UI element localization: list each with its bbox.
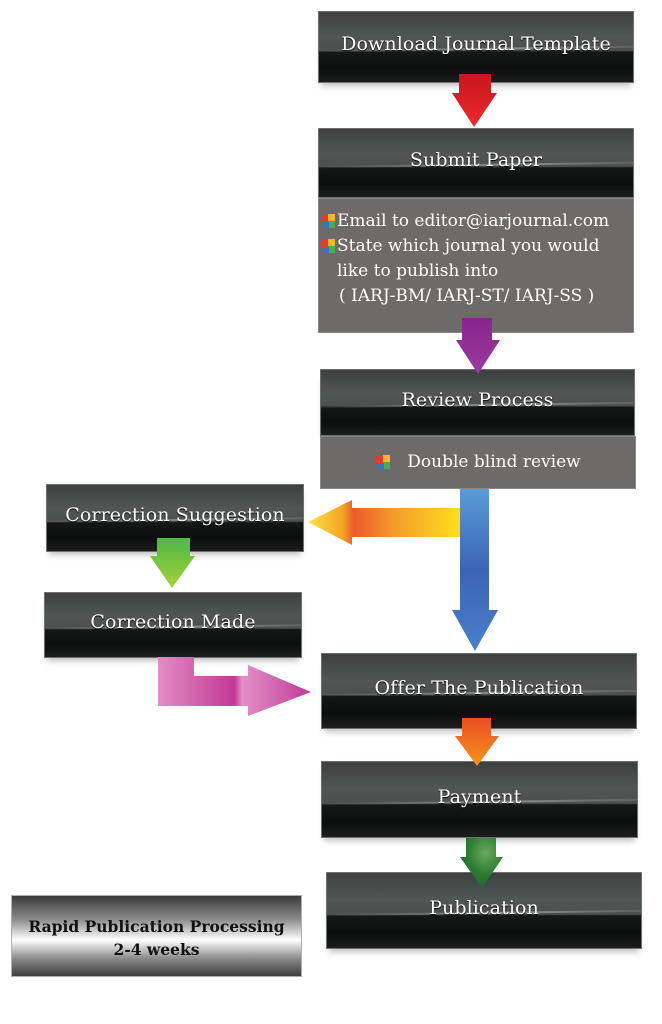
blue-down-arrow-icon: [452, 489, 498, 651]
step-correction-made: Correction Made: [44, 592, 302, 658]
submit-details-panel: Email to editor@iarjournal.com State whi…: [318, 198, 634, 333]
step-label: Review Process: [401, 388, 554, 411]
submit-bullet-continuation: like to publish into: [337, 261, 499, 281]
step-label: Offer The Publication: [374, 677, 584, 699]
red-down-arrow-icon: [452, 74, 497, 127]
step-label: Correction Made: [90, 611, 256, 633]
step-label: Payment: [437, 785, 522, 808]
step-label: Submit Paper: [409, 149, 543, 171]
step-offer-publication: Offer The Publication: [321, 653, 637, 729]
step-label: Correction Suggestion: [65, 504, 285, 526]
orange-down-arrow-icon: [455, 718, 499, 766]
note-line-2: 2-4 weeks: [113, 940, 200, 959]
purple-down-arrow-icon: [456, 318, 500, 374]
step-publication: Publication: [326, 872, 642, 949]
cube-bullet-icon: [321, 214, 335, 228]
note-line-1: Rapid Publication Processing: [28, 917, 285, 936]
step-label: Publication: [429, 896, 539, 919]
submit-bullet-journal: State which journal you would: [321, 234, 633, 259]
rapid-processing-note: Rapid Publication Processing 2-4 weeks: [11, 895, 302, 977]
orange-left-arrow-icon: [308, 500, 462, 545]
review-bullet-double-blind: Double blind review: [375, 450, 581, 475]
pink-right-arrow-icon: [158, 657, 311, 716]
review-details-panel: Double blind review: [320, 436, 636, 489]
step-download-template: Download Journal Template: [318, 11, 634, 83]
cube-bullet-icon: [321, 239, 335, 253]
cube-bullet-icon: [376, 455, 391, 469]
dark-green-down-arrow-icon: [460, 838, 503, 888]
step-label: Download Journal Template: [341, 33, 611, 55]
submit-bullet-email: Email to editor@iarjournal.com: [321, 209, 633, 234]
green-down-arrow-icon: [150, 538, 195, 588]
step-submit-paper: Submit Paper: [318, 128, 634, 198]
submit-journal-options: ( IARJ-BM/ IARJ-ST/ IARJ-SS ): [339, 286, 595, 306]
